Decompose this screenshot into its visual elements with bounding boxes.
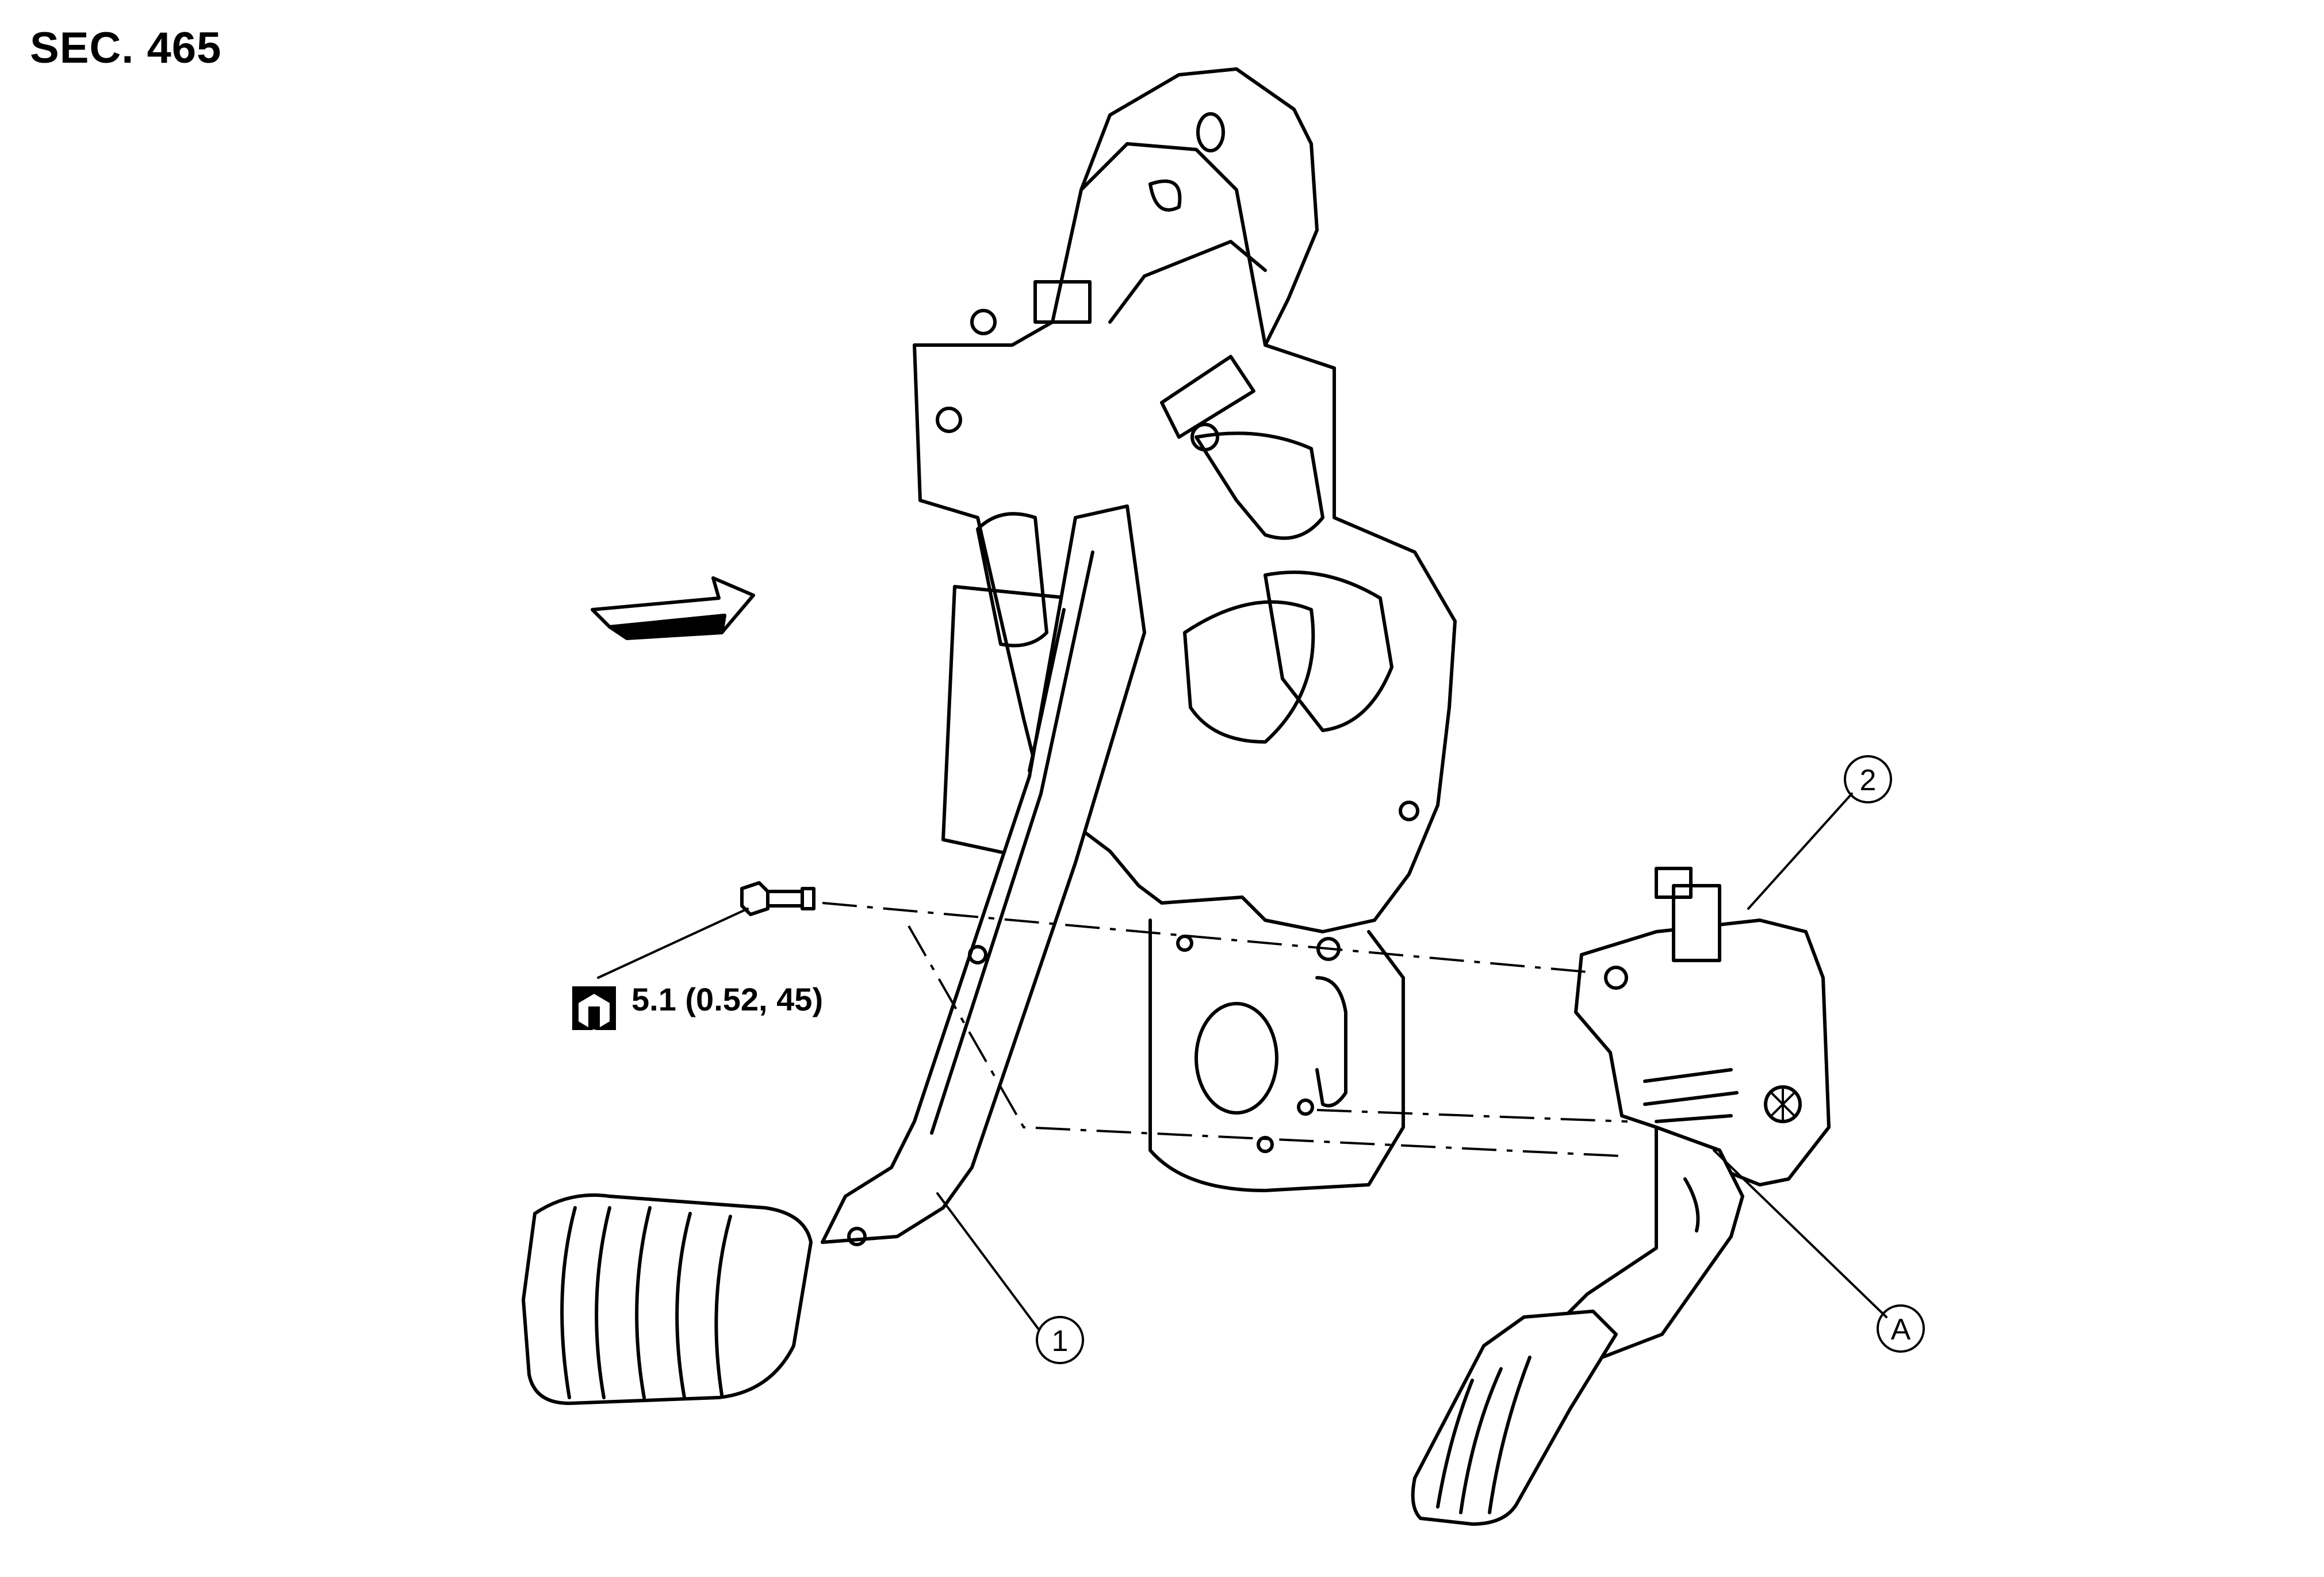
callout-a-label: A bbox=[1891, 1313, 1911, 1346]
brake-pedal-arm bbox=[522, 504, 1146, 1405]
torque-wrench-icon bbox=[572, 986, 616, 1031]
accelerator-pedal-assembly bbox=[1411, 867, 1831, 1526]
callout-2-label: 2 bbox=[1860, 764, 1877, 797]
callout-2: 2 bbox=[1844, 755, 1892, 803]
bolt bbox=[740, 881, 815, 916]
callout-1: 1 bbox=[1036, 1316, 1084, 1364]
callout-a: A bbox=[1877, 1304, 1925, 1353]
leader-lines bbox=[597, 793, 1887, 1330]
installation-lines bbox=[822, 902, 1628, 1157]
torque-spec-label: 5.1 (0.52, 45) bbox=[631, 981, 824, 1017]
section-title: SEC. 465 bbox=[30, 24, 222, 72]
front-direction-arrow bbox=[591, 576, 755, 640]
callout-1-label: 1 bbox=[1052, 1325, 1069, 1358]
